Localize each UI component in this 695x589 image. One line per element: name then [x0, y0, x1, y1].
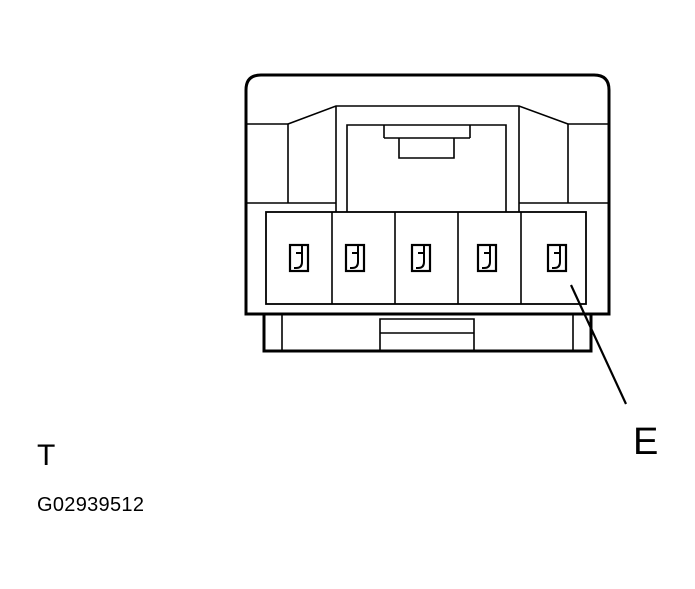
terminal-dividers	[331, 212, 522, 304]
view-marker: T	[37, 439, 56, 472]
housing-inner-lines	[246, 123, 609, 204]
terminal-pin-5	[546, 243, 568, 273]
terminal-pin-2	[344, 243, 366, 273]
terminal-pin-3	[410, 243, 432, 273]
figure-code: G02939512	[37, 494, 145, 516]
callout-leader-line	[570, 284, 627, 405]
terminal-block	[265, 211, 587, 305]
lock-tab	[287, 105, 569, 212]
callout-label-e: E	[633, 421, 659, 463]
connector-housing	[244, 73, 611, 316]
terminal-pin-1	[288, 243, 310, 273]
terminal-pin-4	[476, 243, 498, 273]
bottom-flange	[262, 314, 593, 353]
